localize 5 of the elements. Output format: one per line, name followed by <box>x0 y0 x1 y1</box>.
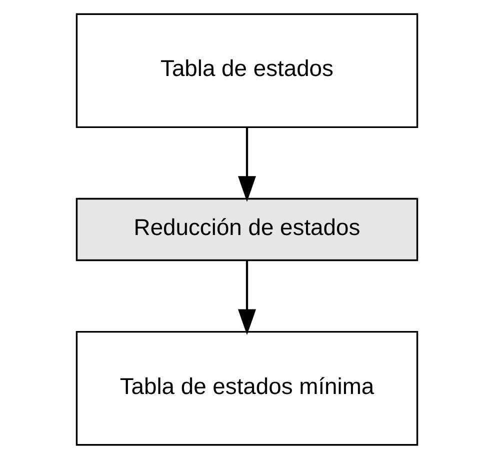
node-box: Reducción de estados <box>76 198 418 262</box>
arrow <box>238 128 256 202</box>
node-box: Tabla de estados <box>76 13 418 128</box>
arrow <box>238 260 256 336</box>
node-box: Tabla de estados mínima <box>76 330 418 446</box>
